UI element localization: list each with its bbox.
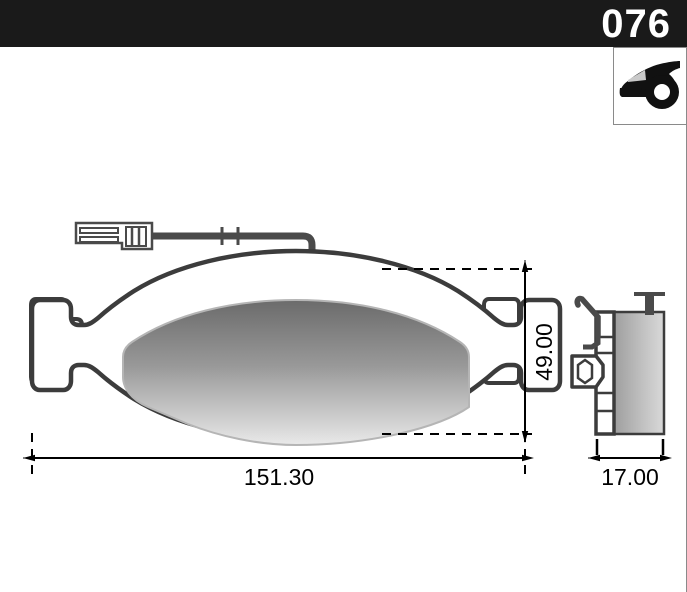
passenger-car-icon bbox=[619, 61, 680, 109]
technical-drawing-area: 151.30 49.00 bbox=[0, 47, 687, 592]
header-bar: 076 bbox=[0, 0, 687, 47]
dimension-length-value: 151.30 bbox=[244, 464, 314, 490]
dimension-length: 151.30 bbox=[23, 433, 534, 490]
part-number-label: 076 bbox=[601, 1, 671, 46]
vehicle-type-icon-box bbox=[613, 47, 687, 125]
dimension-thickness: 17.00 bbox=[588, 439, 672, 490]
dimension-height: 49.00 bbox=[382, 260, 557, 443]
wear-sensor-wire bbox=[74, 221, 316, 279]
brake-pad-side-view bbox=[570, 292, 666, 436]
brake-pad-body-front bbox=[29, 248, 563, 446]
dimension-height-value: 49.00 bbox=[531, 323, 557, 381]
dimension-thickness-value: 17.00 bbox=[601, 464, 659, 490]
side-friction-block bbox=[611, 310, 666, 436]
